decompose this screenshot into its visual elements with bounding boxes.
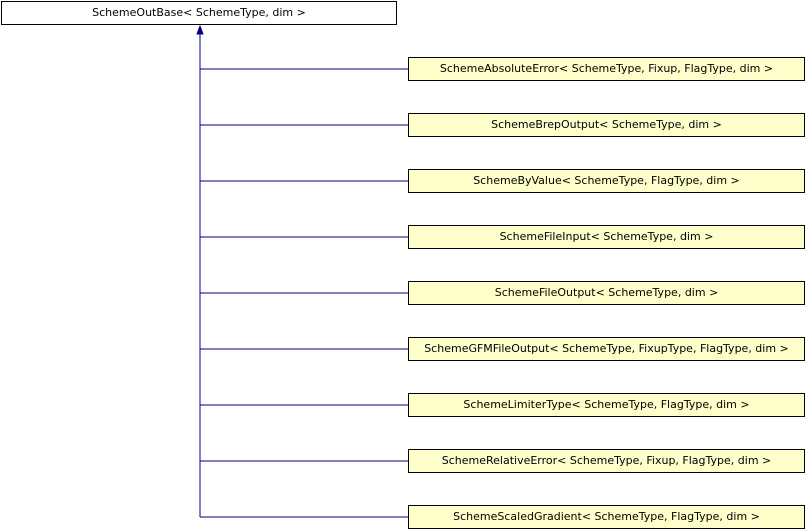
derived-class-node[interactable]: SchemeScaledGradient< SchemeType, FlagTy… bbox=[408, 505, 805, 529]
derived-class-label: SchemeScaledGradient< SchemeType, FlagTy… bbox=[453, 510, 760, 523]
derived-class-node[interactable]: SchemeBrepOutput< SchemeType, dim > bbox=[408, 113, 805, 137]
derived-class-label: SchemeFileOutput< SchemeType, dim > bbox=[494, 286, 719, 299]
derived-class-label: SchemeByValue< SchemeType, FlagType, dim… bbox=[473, 174, 740, 187]
derived-class-label: SchemeBrepOutput< SchemeType, dim > bbox=[491, 118, 722, 131]
derived-class-node[interactable]: SchemeAbsoluteError< SchemeType, Fixup, … bbox=[408, 57, 805, 81]
derived-class-label: SchemeAbsoluteError< SchemeType, Fixup, … bbox=[439, 62, 774, 75]
base-class-node[interactable]: SchemeOutBase< SchemeType, dim > bbox=[1, 1, 397, 25]
derived-class-label: SchemeFileInput< SchemeType, dim > bbox=[499, 230, 714, 243]
base-class-label: SchemeOutBase< SchemeType, dim > bbox=[92, 6, 306, 19]
derived-class-node[interactable]: SchemeLimiterType< SchemeType, FlagType,… bbox=[408, 393, 805, 417]
inheritance-arrowhead bbox=[196, 24, 204, 35]
derived-class-node[interactable]: SchemeFileInput< SchemeType, dim > bbox=[408, 225, 805, 249]
derived-class-label: SchemeLimiterType< SchemeType, FlagType,… bbox=[463, 398, 750, 411]
derived-class-node[interactable]: SchemeFileOutput< SchemeType, dim > bbox=[408, 281, 805, 305]
derived-class-label: SchemeGFMFileOutput< SchemeType, FixupTy… bbox=[424, 342, 789, 355]
derived-class-node[interactable]: SchemeByValue< SchemeType, FlagType, dim… bbox=[408, 169, 805, 193]
derived-class-node[interactable]: SchemeRelativeError< SchemeType, Fixup, … bbox=[408, 449, 805, 473]
derived-class-label: SchemeRelativeError< SchemeType, Fixup, … bbox=[441, 454, 772, 467]
derived-class-node[interactable]: SchemeGFMFileOutput< SchemeType, FixupTy… bbox=[408, 337, 805, 361]
